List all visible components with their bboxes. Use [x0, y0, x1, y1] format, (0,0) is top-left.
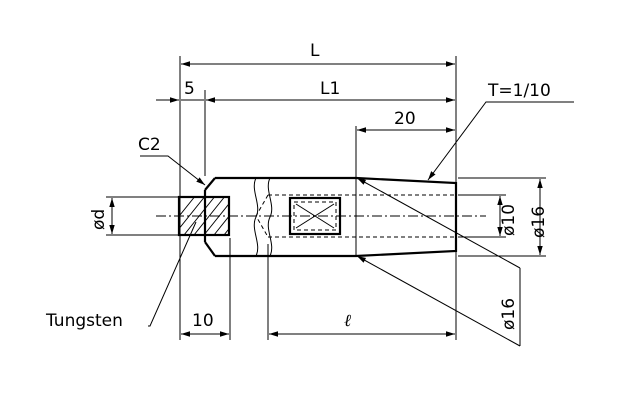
dim-diameter-16-right: ø16 [529, 206, 549, 238]
dim-length-l1: L1 [320, 79, 340, 99]
part-body [203, 176, 458, 258]
dim-taper-ratio: T=1/10 [487, 81, 551, 101]
dimension-labels: L L1 5 20 T=1/10 C2 ød ø10 ø16 ø16 10 ℓ … [45, 41, 551, 331]
dimension-lines [109, 61, 543, 347]
dim-total-length: L [310, 41, 320, 61]
dim-tip-length: 10 [192, 311, 214, 331]
leader-lines [140, 101, 574, 327]
dim-length-l: ℓ [344, 311, 351, 331]
dim-chamfer: C2 [138, 135, 161, 155]
dim-diameter-10: ø10 [499, 204, 519, 236]
extension-lines [106, 56, 546, 340]
dim-diameter-d: ød [89, 209, 109, 230]
dim-taper-length: 20 [394, 109, 416, 129]
material-label: Tungsten [45, 311, 123, 331]
dim-diameter-16-diag: ø16 [499, 298, 519, 330]
dim-offset-5: 5 [184, 79, 195, 99]
